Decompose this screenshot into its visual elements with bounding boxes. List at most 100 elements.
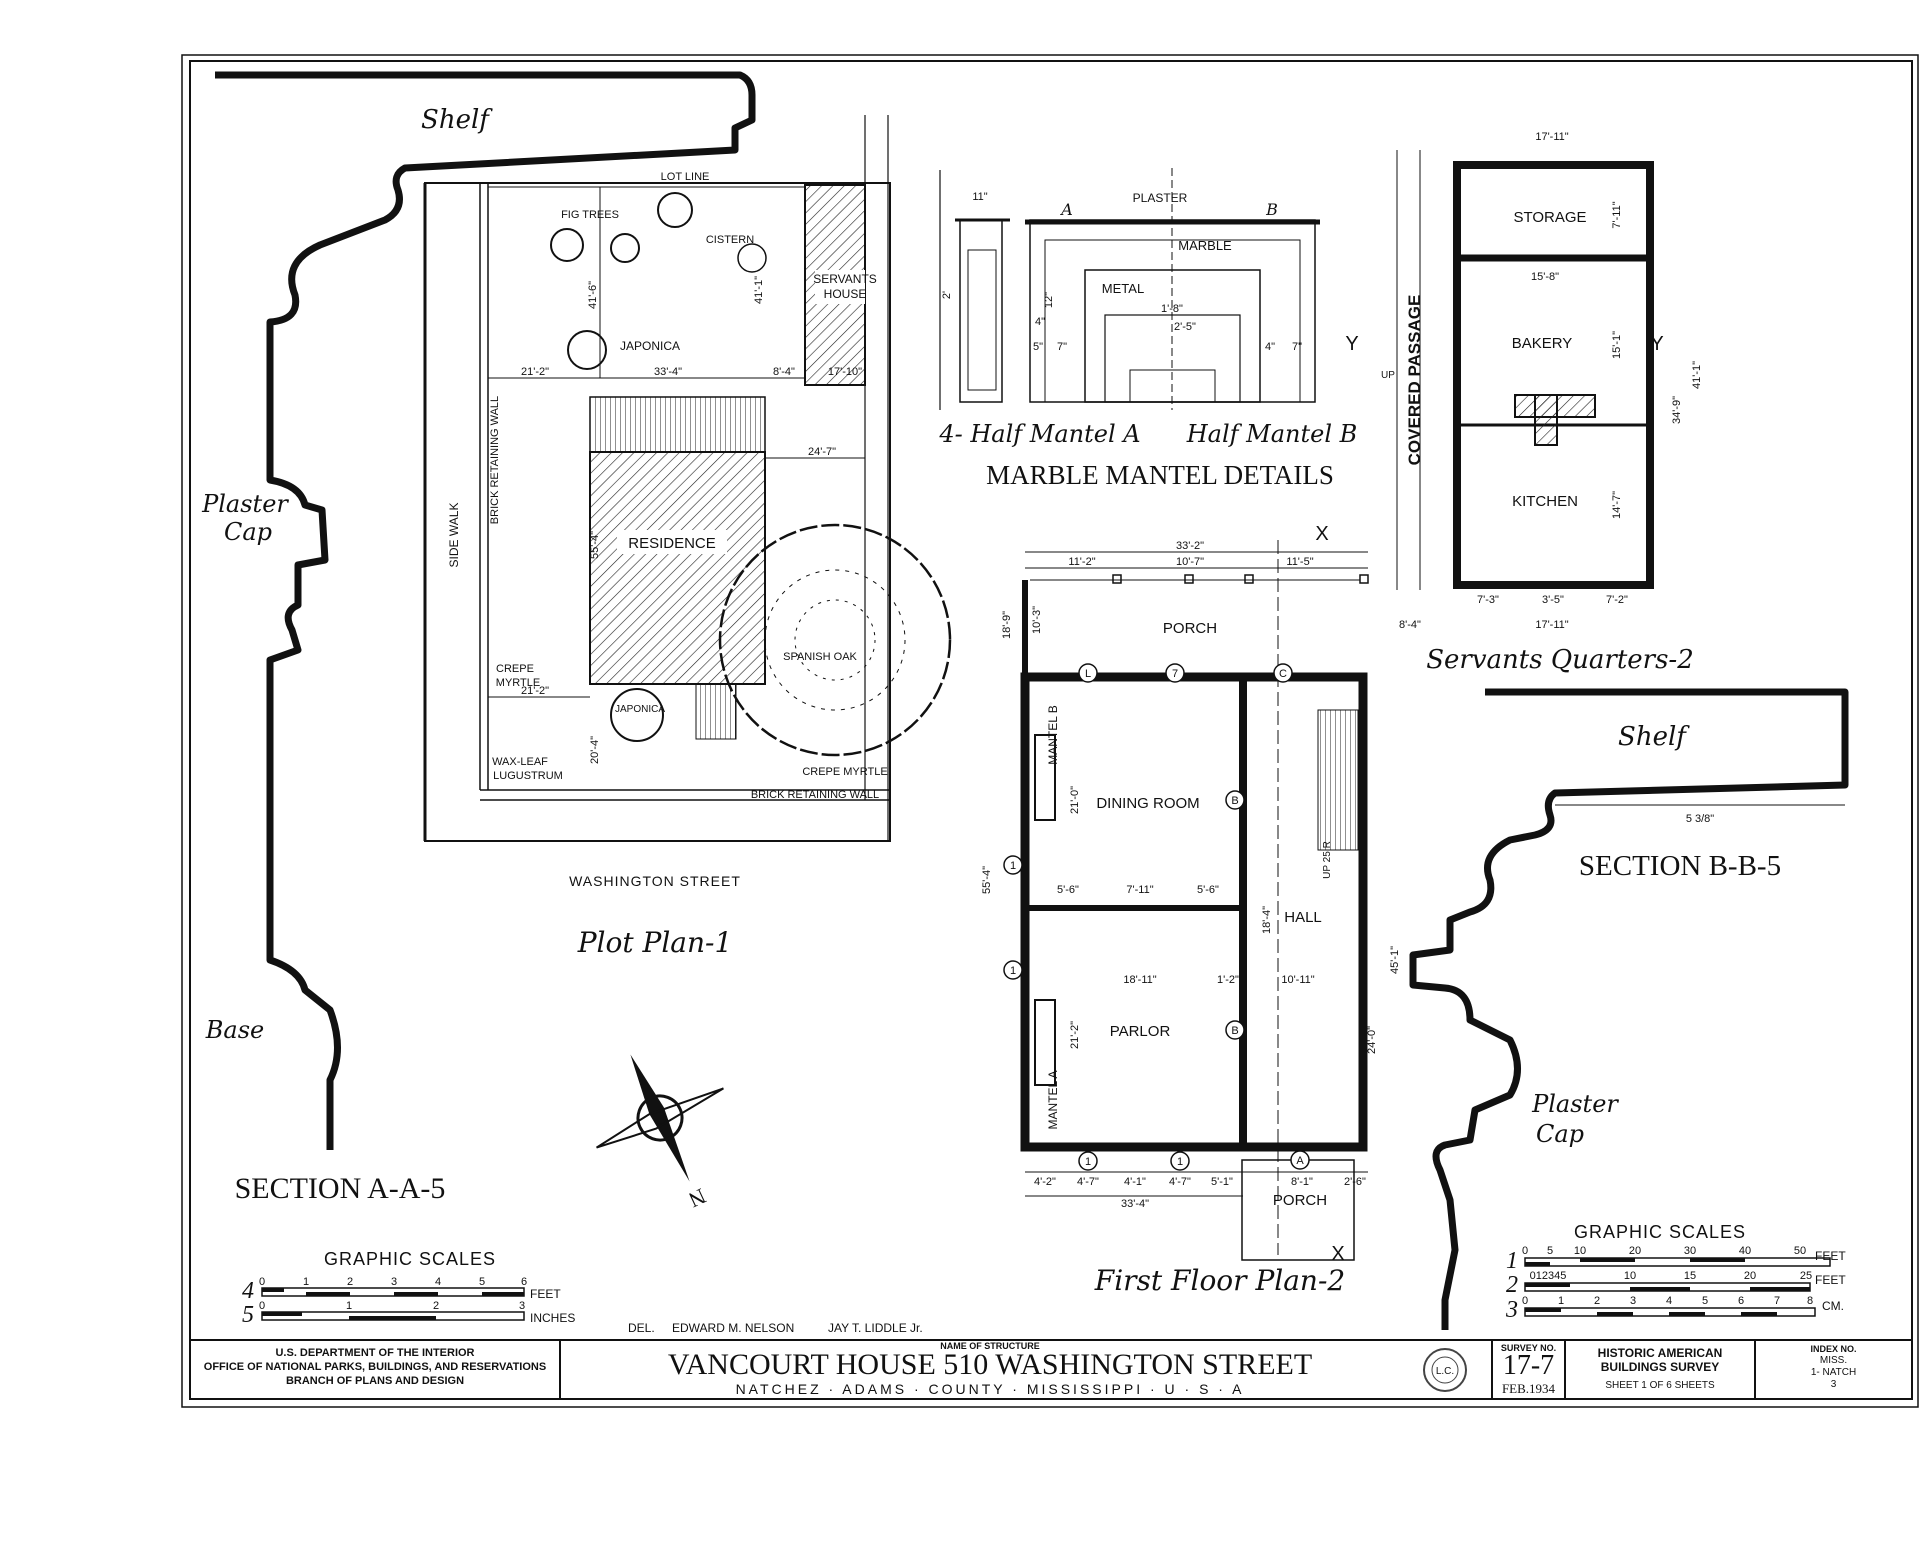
- svg-text:1: 1: [1010, 860, 1016, 872]
- scale-tick: 2: [1594, 1295, 1600, 1307]
- floor-marker: C: [1273, 663, 1293, 683]
- scales-left-title: GRAPHIC SCALES: [324, 1249, 496, 1269]
- servants-dim: 17'-11": [1535, 131, 1568, 143]
- section-aa-profile: [215, 71, 756, 1150]
- section-aa-base: Base: [205, 1016, 264, 1044]
- scale-tick: 0: [1522, 1295, 1528, 1307]
- mantel-marble: MARBLE: [1178, 238, 1232, 253]
- plot-crepe-myrtle-right: CREPE MYRTLE: [802, 766, 887, 778]
- scale-tick: 3: [519, 1300, 525, 1312]
- habs-line-2: BUILDINGS SURVEY: [1600, 1360, 1720, 1374]
- servants-dim: 15'-1": [1611, 331, 1623, 359]
- scale-tick: 0: [259, 1276, 265, 1288]
- servants-dim: 7'-2": [1606, 594, 1628, 606]
- section-aa-shelf: Shelf: [421, 105, 493, 135]
- floor-dim-bottom: 8'-1": [1291, 1176, 1313, 1188]
- scale-tick: 15: [1684, 1270, 1696, 1282]
- sheet-number: SHEET 1 OF 6 SHEETS: [1605, 1380, 1715, 1391]
- floor-mantel-a: [1034, 999, 1056, 1086]
- scale-tick: 50: [1794, 1245, 1806, 1257]
- svg-text:L: L: [1085, 668, 1091, 680]
- plot-servants-label-1: SERVANTS: [813, 272, 877, 286]
- floor-outline: [1020, 672, 1368, 1152]
- floor-dim-top: 33'-2": [1176, 540, 1204, 552]
- floor-marker: 1: [1003, 960, 1023, 980]
- floor-room-dim: 7'-11": [1126, 884, 1153, 896]
- scale-tick: 6: [521, 1276, 527, 1288]
- scales-left-num-4: 4: [242, 1278, 254, 1304]
- scale-tick: 3: [1630, 1295, 1636, 1307]
- plot-dim: 20'-4": [589, 736, 601, 764]
- mantel-dim: 5": [1033, 341, 1043, 353]
- floor-parlor: PARLOR: [1110, 1023, 1171, 1040]
- mantel-subtitle-a: 4- Half Mantel A: [938, 420, 1140, 448]
- spanish-oak-tree-icon: [718, 523, 952, 757]
- mantel-metal: METAL: [1102, 281, 1144, 296]
- svg-text:A: A: [1296, 1155, 1304, 1167]
- scales-left-num-5: 5: [242, 1302, 254, 1328]
- mantel-dim: 1'-8": [1161, 303, 1183, 315]
- japonica-tree-icon: [567, 330, 607, 370]
- floor-dim-top: 10'-7": [1176, 556, 1204, 568]
- cistern-icon: [737, 243, 767, 273]
- plot-title: Plot Plan-1: [577, 926, 733, 959]
- index-line-1: MISS.: [1819, 1355, 1848, 1366]
- svg-text:B: B: [1231, 795, 1238, 807]
- japonica-small-tree-icon: [610, 688, 664, 742]
- scale-tick: 10: [1574, 1245, 1586, 1257]
- scale-tick: 20: [1629, 1245, 1641, 1257]
- plot-fig-trees: FIG TREES: [561, 209, 619, 221]
- floor-dim-bottom: 2'-6": [1344, 1176, 1366, 1188]
- plot-dim: 8'-4": [773, 366, 795, 378]
- section-bb-title: SECTION B-B-5: [1579, 850, 1781, 882]
- scales-right-unit-3: CM.: [1822, 1299, 1844, 1313]
- first-floor-plan: X X PORCH PORCH DINING ROOM PARLOR HALL …: [981, 523, 1401, 1297]
- servants-outline: [1453, 161, 1654, 589]
- floor-porch-top: PORCH: [1163, 620, 1217, 637]
- floor-room-dim: 10'-3": [1031, 606, 1043, 634]
- fig-tree-icon: [610, 233, 640, 263]
- floor-mantel-b: [1034, 734, 1056, 821]
- floor-marker: 1: [1170, 1151, 1190, 1171]
- survey-date: FEB.1934: [1501, 1381, 1556, 1396]
- servants-dim: 17'-11": [1535, 619, 1568, 631]
- plot-japonica: JAPONICA: [620, 339, 680, 353]
- floor-dim-bottom: 5'-1": [1211, 1176, 1233, 1188]
- floor-dining-room: DINING ROOM: [1096, 795, 1199, 812]
- scale-tick: 3: [391, 1276, 397, 1288]
- servants-dim: 8'-4": [1399, 619, 1421, 631]
- scale-tick: 2: [433, 1300, 439, 1312]
- floor-room-dim: 18'-4": [1261, 906, 1273, 934]
- floor-dim-bottom: 4'-7": [1169, 1176, 1191, 1188]
- plot-crepe-myrtle-left-1: CREPE: [496, 663, 534, 675]
- scale-tick: 012345: [1530, 1270, 1567, 1282]
- floor-dim-bottom: 4'-7": [1077, 1176, 1099, 1188]
- plot-wax-leaf-2: LUGUSTRUM: [493, 770, 563, 782]
- fig-tree-icon: [657, 192, 693, 228]
- plot-street: WASHINGTON STREET: [569, 873, 741, 889]
- scale-tick: 5: [1547, 1245, 1553, 1257]
- section-aa-cap: Cap: [224, 518, 272, 546]
- scale-tick: 0: [1522, 1245, 1528, 1257]
- scale-tick: 20: [1744, 1270, 1756, 1282]
- floor-room-dim: 24'-0": [1366, 1026, 1378, 1054]
- floor-dim-overall-bottom: 33'-4": [1121, 1198, 1149, 1210]
- mantel-subtitle-b: Half Mantel B: [1186, 420, 1358, 448]
- floor-title: First Floor Plan-2: [1094, 1264, 1345, 1297]
- plot-brick-wall-bottom: BRICK RETAINING WALL: [751, 789, 879, 801]
- scale-tick: 25: [1800, 1270, 1812, 1282]
- mantel-dim: 2': [941, 291, 953, 299]
- scale-tick: 6: [1738, 1295, 1744, 1307]
- structure-name-label: NAME OF STRUCTURE: [940, 1341, 1040, 1351]
- floor-porch-bottom: PORCH: [1273, 1192, 1327, 1209]
- scale-tick: 2: [347, 1276, 353, 1288]
- section-aa-plaster: Plaster: [201, 490, 289, 518]
- floor-dim-top: 11'-5": [1286, 556, 1313, 568]
- scale-tick: 1: [303, 1276, 309, 1288]
- floor-room-dim: 18'-9": [1001, 611, 1013, 639]
- section-bb-cap: Cap: [1536, 1120, 1584, 1148]
- floor-marker: B: [1225, 790, 1245, 810]
- floor-up: UP 25 R: [1322, 841, 1333, 879]
- index-label: INDEX NO.: [1810, 1344, 1857, 1354]
- floor-room-dim: 21'-0": [1069, 786, 1081, 814]
